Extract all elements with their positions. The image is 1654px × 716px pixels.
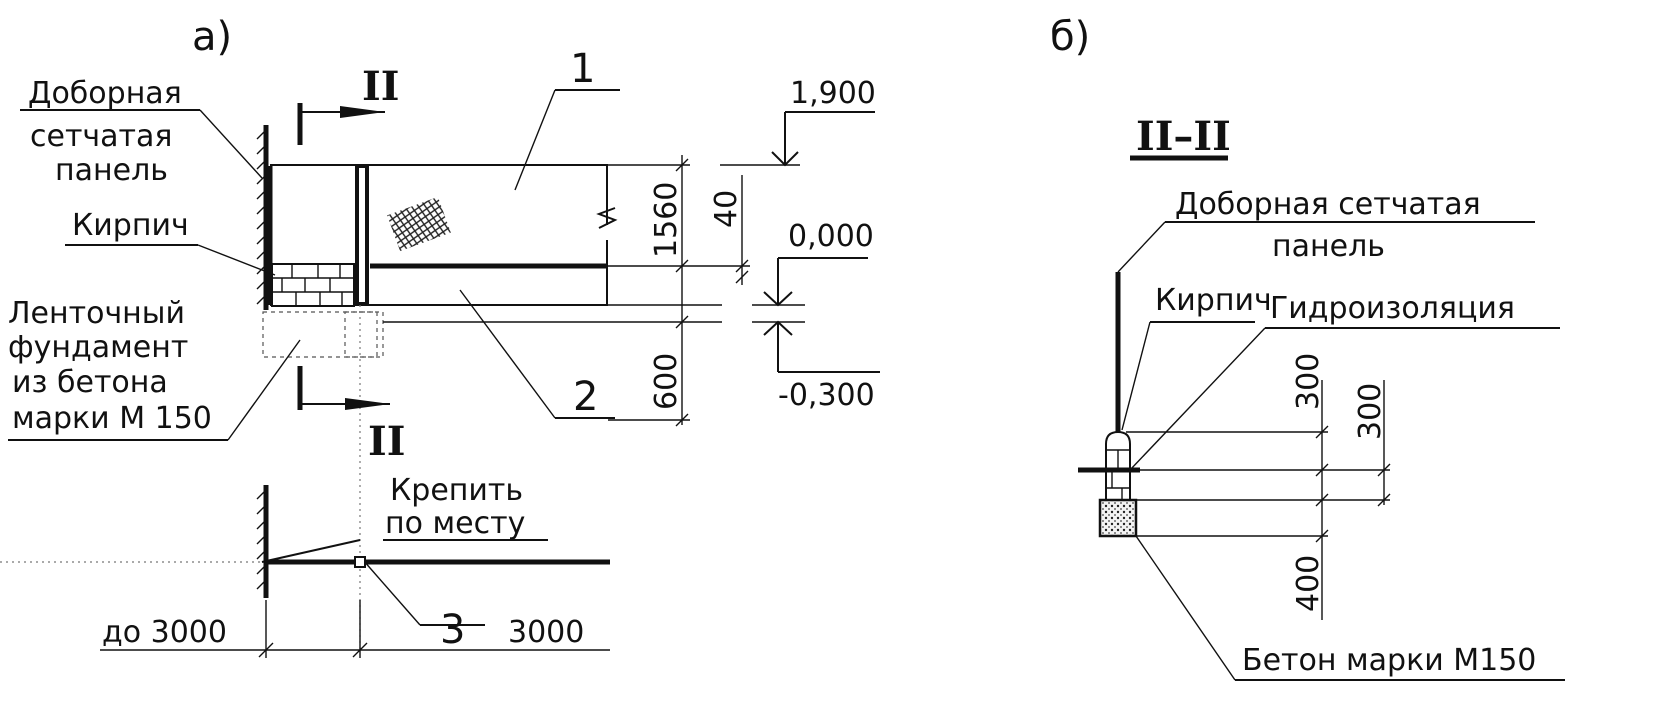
- label-foundation-3: из бетона: [12, 365, 168, 400]
- span-dimensions: [100, 600, 610, 658]
- label-b-panel-2: панель: [1272, 229, 1385, 264]
- wall-hatch-top: [256, 125, 269, 310]
- panel-elevation: [267, 164, 618, 306]
- label-b-brick: Кирпич: [1155, 283, 1272, 318]
- label-panel-line2: сетчатая: [30, 119, 172, 154]
- section-title: II–II: [1130, 113, 1231, 161]
- section-title-text: II–II: [1136, 113, 1231, 160]
- label-foundation-1: Ленточный: [8, 296, 185, 331]
- mesh-pattern: [387, 196, 451, 252]
- section-column: [1078, 272, 1140, 538]
- section-mark-bottom: II: [297, 366, 405, 465]
- callout-1: 1: [570, 46, 595, 92]
- label-b-waterproof: Гидроизоляция: [1270, 291, 1515, 326]
- section-dimensions: [1126, 380, 1391, 620]
- label-attach-1: Крепить: [390, 473, 523, 508]
- dim-panel-height: 1560: [649, 182, 684, 258]
- label-b-panel-1: Доборная сетчатая: [1175, 187, 1481, 222]
- label-b-concrete: Бетон марки М150: [1242, 643, 1536, 678]
- label-brick: Кирпич: [72, 208, 189, 243]
- dim-gap: 40: [709, 190, 744, 228]
- figure-b-label: б): [1050, 14, 1090, 60]
- section-mark-label-bottom: II: [368, 418, 405, 465]
- brick-infill: [271, 263, 355, 307]
- figure-a-label: а): [192, 14, 232, 60]
- vertical-dimensions: [383, 155, 750, 427]
- dim-b-1: 300: [1291, 353, 1326, 410]
- dim-span-left: до 3000: [102, 615, 227, 650]
- foundation-outline: [262, 305, 384, 650]
- dim-b-2: 300: [1353, 383, 1388, 440]
- plan-view: [0, 485, 610, 598]
- dim-b-3: 400: [1291, 555, 1326, 612]
- dim-span-right: 3000: [508, 615, 584, 650]
- level-ground: 0,000: [788, 219, 874, 254]
- label-panel-line3: панель: [55, 153, 168, 188]
- label-attach-2: по месту: [385, 506, 525, 541]
- callout-3: 3: [440, 607, 465, 653]
- level-top: 1,900: [790, 76, 876, 111]
- section-mark-label-top: II: [362, 63, 399, 110]
- label-foundation-2: фундамент: [8, 330, 188, 365]
- section-mark-top: II: [297, 63, 399, 145]
- dim-foundation-depth: 600: [649, 353, 684, 410]
- level-marks: 1,900 0,000 -0,300: [720, 76, 880, 413]
- callout-2: 2: [573, 374, 598, 420]
- level-bottom: -0,300: [778, 378, 875, 413]
- label-panel-top: Доборная: [28, 76, 182, 111]
- label-foundation-4: марки М 150: [12, 401, 212, 436]
